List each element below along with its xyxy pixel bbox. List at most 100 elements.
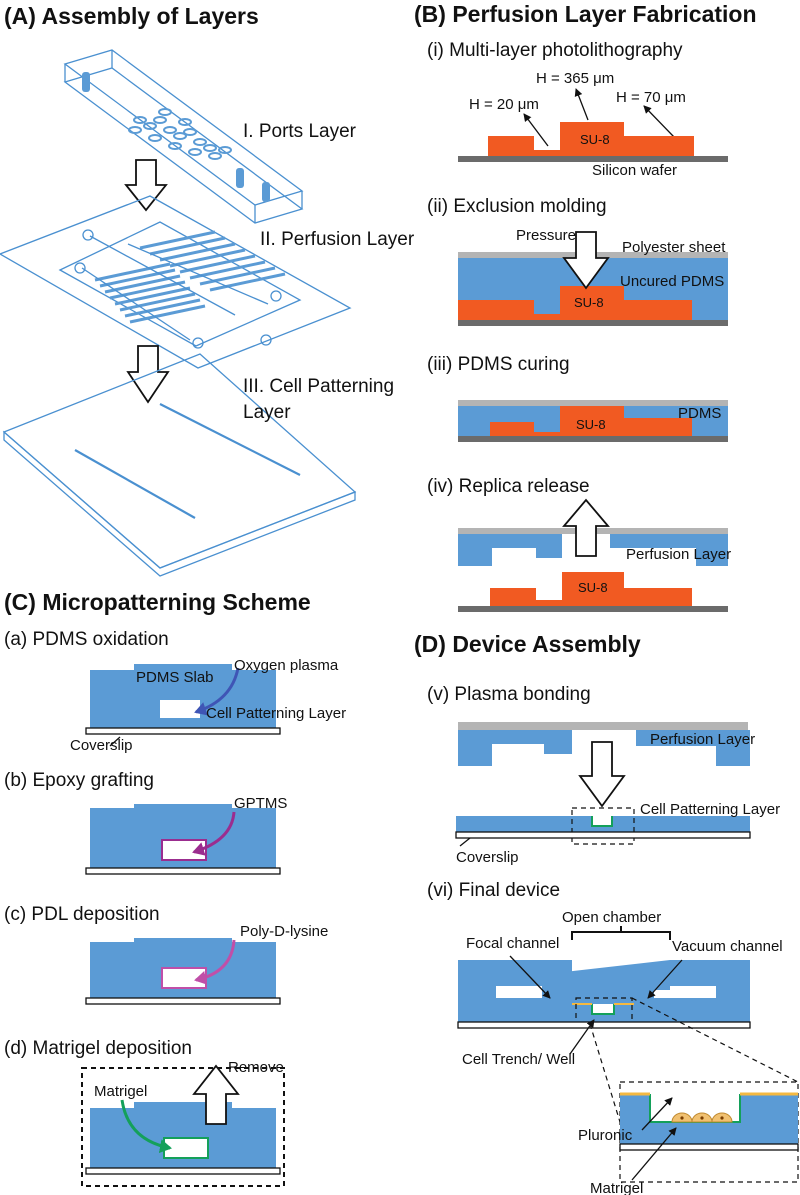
silicon-wafer-iv [458,606,728,612]
pressure-arrow [562,231,610,290]
zoom-line-right [631,997,799,1083]
cavity-a [160,700,200,718]
su8-mold-ii [458,286,692,320]
step-iv-label: (iv) Replica release [427,476,590,497]
ports-layer-drawing [63,49,304,224]
matrigel-label-d: Matrigel [590,1180,643,1195]
coverslip-pointer-d [459,837,471,847]
silicon-wafer-iii [458,436,728,442]
pointer-20 [523,113,549,147]
panel-b-title: (B) Perfusion Layer Fabrication [414,1,757,27]
perfusion-layer-label: II. Perfusion Layer [260,229,415,250]
height-20-label: H = 20 μm [469,96,539,113]
final-device-left-wall [458,986,494,1004]
panel-a: (A) Assembly of Layers I. Ports [0,3,415,577]
zoom-box-v [571,807,635,845]
matrigel-label-c: Matrigel [94,1083,147,1100]
perfusion-layer-label-d: Perfusion Layer [650,731,755,748]
polyester-sheet-label: Polyester sheet [622,239,726,256]
pdms-slab-a [90,664,276,728]
vacuum-channel-pointer [647,959,683,999]
step-i-label: (i) Multi-layer photolithography [427,40,683,61]
coverslip-vi [457,1021,751,1029]
pointer-70 [643,105,675,138]
panel-a-title: (A) Assembly of Layers [4,3,259,29]
pluronic-label: Pluronic [578,1127,633,1144]
pdms-label: PDMS [678,405,721,422]
open-chamber-label: Open chamber [562,909,661,926]
final-device-right-top [670,960,750,986]
matrigel-dashed-box [81,1067,285,1187]
assembly-arrow-1 [124,159,168,212]
final-device-right-wall [716,986,750,1004]
coverslip-label-c: Coverslip [70,737,133,754]
perfusion-layer-drawing [0,195,352,369]
coverslip-b [85,867,281,875]
su8-mold-iii [490,406,692,436]
open-chamber-bracket [571,926,671,940]
panel-b: (B) Perfusion Layer Fabrication (i) Mult… [414,1,757,612]
step-v-label: (v) Plasma bonding [427,684,591,705]
pdms-slab-label: PDMS Slab [136,669,214,686]
height-70-label: H = 70 μm [616,89,686,106]
cell-patterning-label-1: III. Cell Patterning [243,376,394,397]
perfusion-replica [458,534,728,566]
trench-v [591,816,613,827]
cell-patterning-layer-label-c: Cell Patterning Layer [206,705,346,722]
cell-patterning-layer-drawing [2,353,357,577]
remove-arrow [192,1064,240,1125]
cell-patterning-layer-label-d: Cell Patterning Layer [640,801,780,818]
step-b-label: (b) Epoxy grafting [4,770,154,791]
step-a-label: (a) PDMS oxidation [4,629,169,650]
perfusion-layer-label-b: Perfusion Layer [626,546,731,563]
pressure-label: Pressure [516,227,576,244]
silicon-wafer-i [458,156,728,162]
step-iii-label: (iii) PDMS curing [427,354,570,375]
remove-label: Remove [228,1059,284,1076]
trench-vi [591,1004,615,1015]
panel-d-title: (D) Device Assembly [414,631,641,657]
silicon-wafer-ii [458,320,728,326]
oxygen-plasma-arrow [194,667,240,716]
bonding-arrow [578,741,626,808]
zoom-line-left [589,1023,621,1123]
gptms-arrow [192,811,236,856]
su8-label-i: SU-8 [580,132,610,147]
pdl-arrow [194,939,236,985]
cell-trench-label: Cell Trench/ Well [462,1051,575,1068]
coverslip-d [85,1167,281,1175]
matrigel-pointer [631,1127,677,1181]
vacuum-channel-label: Vacuum channel [672,938,783,955]
panel-c: (C) Micropatterning Scheme (a) PDMS oxid… [4,589,346,1187]
pdms-slab-b [90,804,276,868]
cell-patterning-label-2: Layer [243,402,291,423]
uncured-pdms-label: Uncured PDMS [620,273,724,290]
panel-c-title: (C) Micropatterning Scheme [4,589,311,615]
step-c-label: (c) PDL deposition [4,904,160,925]
su8-label-iv: SU-8 [578,580,608,595]
coverslip-a [85,727,281,735]
su8-mold-iv [490,572,692,606]
coverslip-label-d: Coverslip [456,849,519,866]
matrigel-arrow [120,1099,172,1154]
polyester-sheet-v [458,722,748,730]
focal-channel-label: Focal channel [466,935,559,952]
polyester-sheet-iii [458,400,728,406]
ports-layer-label: I. Ports Layer [243,121,357,142]
cavity-d [163,1137,209,1159]
final-device-vacuum-lip [654,986,670,990]
inset-cells [671,1112,733,1123]
poly-d-lysine-label: Poly-D-lysine [240,923,328,940]
perfusion-layer-v [458,730,750,766]
su8-label-ii: SU-8 [574,295,604,310]
final-device-left-top [458,960,572,986]
coverslip-pointer [109,736,121,747]
oxygen-plasma-label: Oxygen plasma [234,657,339,674]
step-vi-label: (vi) Final device [427,880,560,901]
su8-mold-i [488,122,694,156]
pointer-365 [574,88,589,121]
inset-coverslip [619,1143,799,1151]
focal-channel-pointer [509,955,551,999]
coverslip-c [85,997,281,1005]
